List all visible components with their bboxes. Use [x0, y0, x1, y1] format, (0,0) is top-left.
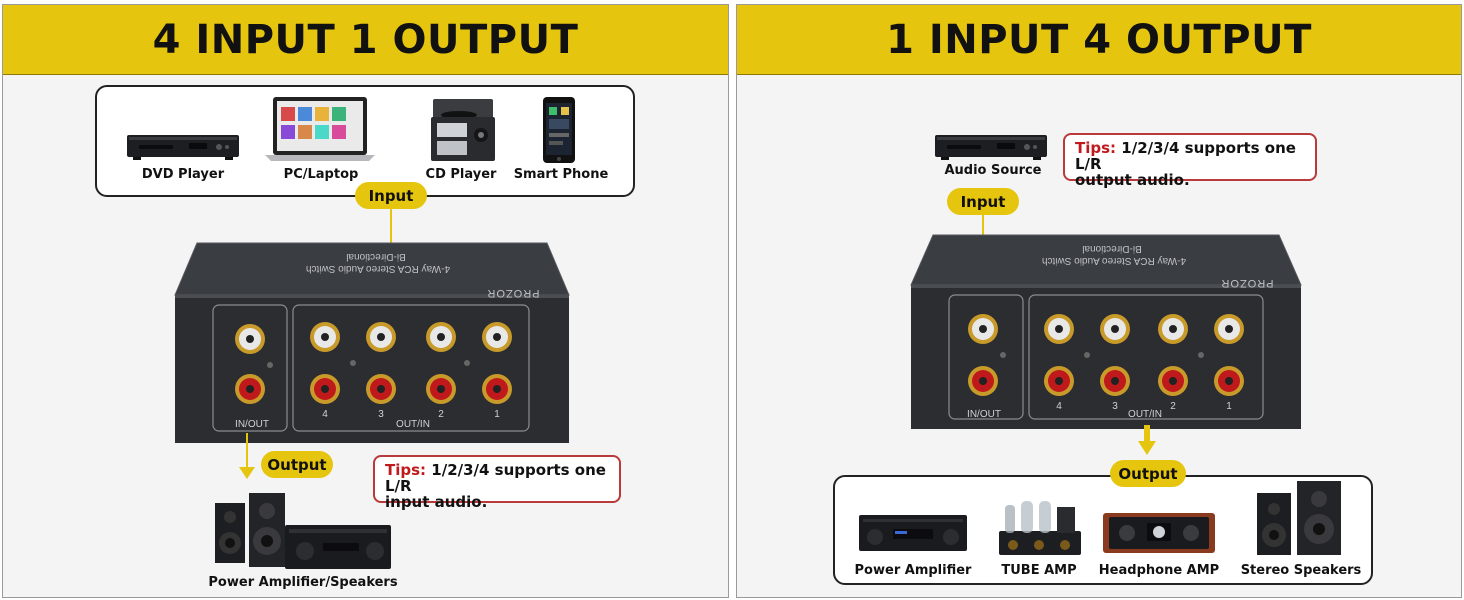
- audio-source-label: Audio Source: [944, 163, 1042, 178]
- audio-switch-device: [910, 234, 1302, 429]
- port-number-2: 2: [438, 409, 444, 420]
- left-banner: 4 INPUT 1 OUTPUT: [3, 5, 728, 75]
- switch-top-line2: 4-Way RCA Stereo Audio Switch: [1041, 255, 1187, 266]
- smartphone-icon: [543, 97, 575, 163]
- right-title: 1 INPUT 4 OUTPUT: [886, 16, 1312, 63]
- switch-top-line2: 4-Way RCA Stereo Audio Switch: [305, 263, 451, 274]
- output-arrow-line: [246, 433, 248, 469]
- switch-brand: PROZOR: [486, 287, 540, 299]
- source-label-laptop: PC/Laptop: [283, 167, 359, 182]
- port-number-4: 4: [1056, 401, 1062, 412]
- tip-line1: 1/2/3/4 supports one L/R: [385, 461, 606, 495]
- port-number-2: 2: [1170, 401, 1176, 412]
- port-number-4: 4: [322, 409, 328, 420]
- tip-line2: output audio.: [1075, 171, 1190, 189]
- in-out-label: IN/OUT: [235, 419, 269, 430]
- laptop-icon: [265, 97, 375, 161]
- destination-label-tube-amp: TUBE AMP: [1001, 563, 1077, 578]
- output-arrow-head: [1138, 441, 1156, 455]
- tip-line2: input audio.: [385, 493, 488, 511]
- switch-brand: PROZOR: [1220, 277, 1274, 289]
- tip-key: Tips:: [1075, 139, 1117, 157]
- port-number-1: 1: [1226, 401, 1232, 412]
- speakers-icon: [1257, 481, 1341, 555]
- input-pill: Input: [947, 188, 1019, 215]
- port-number-3: 3: [378, 409, 384, 420]
- port-number-1: 1: [494, 409, 500, 420]
- tip-key: Tips:: [385, 461, 427, 479]
- right-tip-box: Tips: 1/2/3/4 supports one L/R output au…: [1063, 133, 1317, 188]
- destination-label-headphone-amp: Headphone AMP: [1098, 563, 1220, 578]
- destination-label-stereo-speakers: Stereo Speakers: [1240, 563, 1362, 578]
- amplifier-icon: [859, 515, 967, 551]
- destination-label-power-amp: Power Amplifier: [854, 563, 972, 578]
- left-tip-box: Tips: 1/2/3/4 supports one L/R input aud…: [373, 455, 621, 510]
- output-pill: Output: [1110, 460, 1186, 487]
- input-pill: Input: [355, 182, 427, 209]
- in-out-label: IN/OUT: [967, 409, 1001, 420]
- audio-switch-device: [174, 242, 570, 443]
- right-banner: 1 INPUT 4 OUTPUT: [737, 5, 1461, 75]
- switch-top-line1: Bi-Directional: [1082, 243, 1142, 254]
- tube-amp-icon: [999, 501, 1081, 555]
- source-label-cd: CD Player: [425, 167, 497, 182]
- headphone-amp-icon: [1103, 513, 1215, 553]
- destination-label-amp-speakers: Power Amplifier/Speakers: [208, 575, 398, 590]
- dvd-player-icon: [127, 135, 239, 160]
- audio-source-dvd-icon: [935, 135, 1047, 160]
- panel-four-input-one-output: 4 INPUT 1 OUTPUT: [2, 4, 729, 598]
- cd-player-icon: [431, 99, 495, 161]
- port-number-3: 3: [1112, 401, 1118, 412]
- left-title: 4 INPUT 1 OUTPUT: [152, 16, 579, 63]
- out-in-label: OUT/IN: [396, 419, 430, 430]
- source-label-dvd: DVD Player: [141, 167, 225, 182]
- tip-line1: 1/2/3/4 supports one L/R: [1075, 139, 1296, 173]
- out-in-label: OUT/IN: [1128, 409, 1162, 420]
- source-label-phone: Smart Phone: [513, 167, 609, 182]
- output-arrow-stem: [1144, 425, 1150, 441]
- panel-one-input-four-output: 1 INPUT 4 OUTPUT Audio Source Tips: 1/2/…: [736, 4, 1462, 598]
- amplifier-speakers-icon: [215, 493, 391, 569]
- output-arrow-head: [239, 467, 255, 479]
- output-pill: Output: [261, 451, 333, 478]
- switch-top-line1: Bi-Directional: [346, 251, 406, 262]
